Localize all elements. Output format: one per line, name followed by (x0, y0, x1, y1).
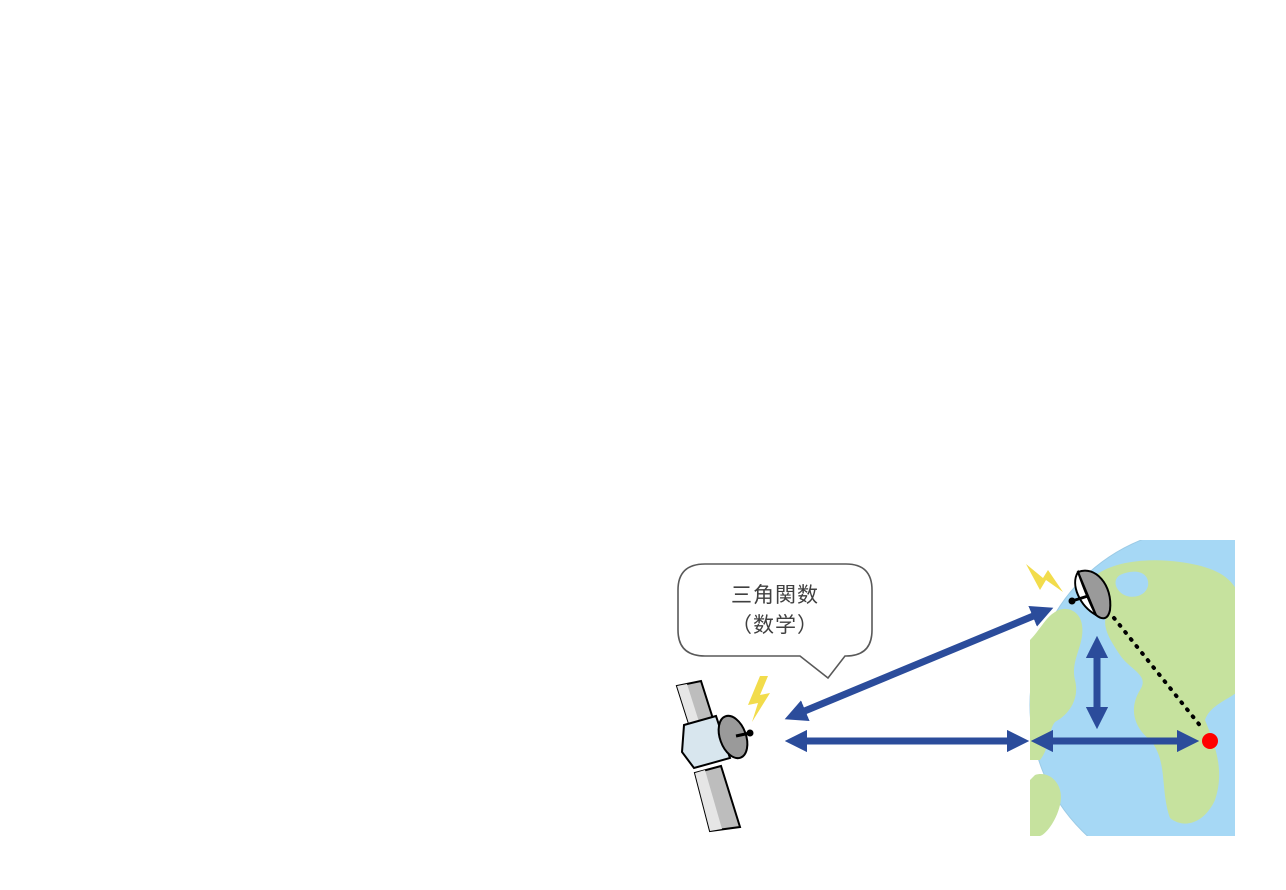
speech-bubble-line1: 三角関数 (731, 583, 819, 607)
location-point-icon (1202, 733, 1218, 749)
speech-bubble-line2: （数学） (731, 613, 819, 637)
arrow-satellite-to-dish (784, 605, 1054, 722)
lightning-bolt-icon (748, 676, 770, 722)
satellite-icon (675, 679, 754, 833)
lightning-bolt-icon (1026, 564, 1063, 592)
earth-landmass-greenland (1115, 571, 1149, 597)
earth-globe-icon (1029, 540, 1235, 836)
dotted-line-dish-to-target (1112, 616, 1204, 730)
earth-landmass-south-america (1030, 774, 1061, 836)
earth-landmass-europe-africa (1090, 560, 1235, 824)
satellite-dish-icon (1068, 569, 1112, 620)
speech-bubble: 三角関数 （数学） (677, 563, 873, 680)
